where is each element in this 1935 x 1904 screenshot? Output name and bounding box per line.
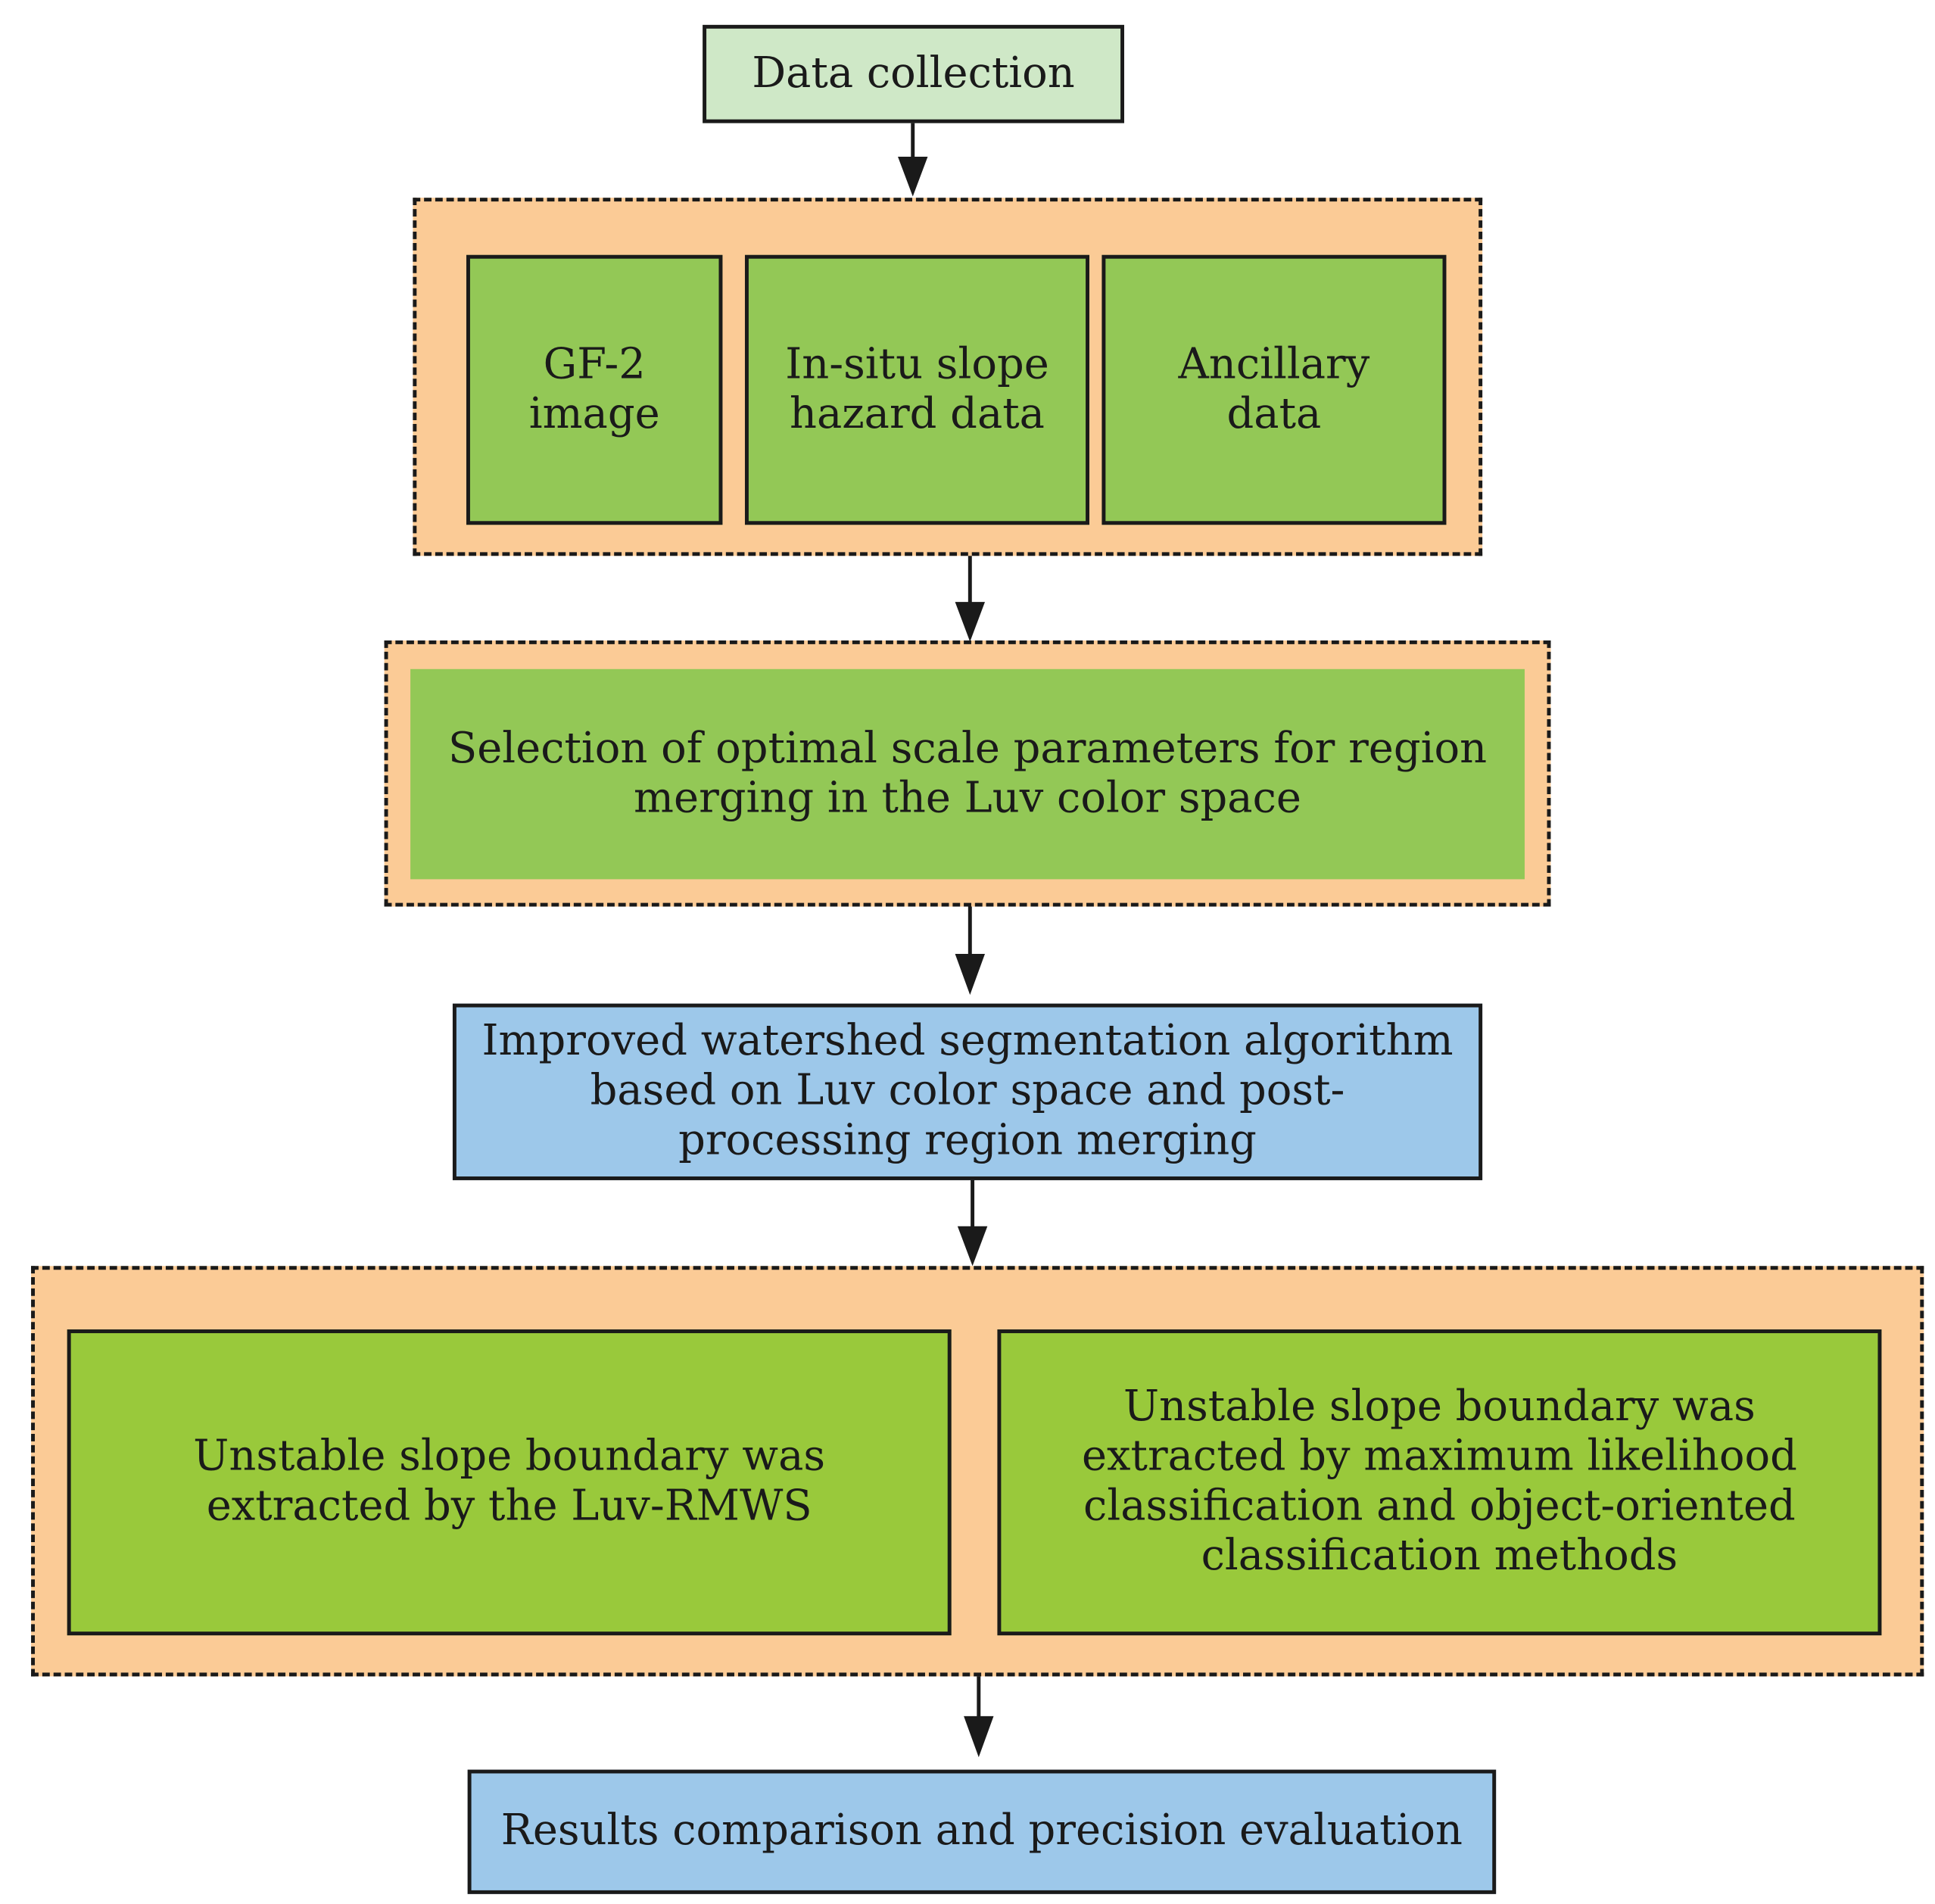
arrow-scale-selection-to-segmentation bbox=[955, 906, 986, 996]
insitu-hazard-data-node: In-situ slope hazard data bbox=[744, 254, 1090, 525]
classification-extraction-node: Unstable slope boundary was extracted by… bbox=[997, 1329, 1882, 1636]
segmentation-algorithm-node: Improved watershed segmentation algorith… bbox=[452, 1003, 1483, 1180]
luv-rmws-extraction-node: Unstable slope boundary was extracted by… bbox=[67, 1329, 952, 1636]
arrow-extraction-to-evaluation bbox=[964, 1676, 994, 1758]
arrow-collection-to-inputs bbox=[898, 123, 928, 197]
scale-selection-node: Selection of optimal scale parameters fo… bbox=[410, 668, 1525, 880]
gf2-image-node: GF-2 image bbox=[466, 254, 723, 525]
arrow-inputs-to-scale-selection bbox=[955, 556, 986, 642]
ancillary-data-node: Ancillary data bbox=[1101, 254, 1447, 525]
arrow-segmentation-to-extraction bbox=[957, 1179, 988, 1267]
results-evaluation-node: Results comparison and precision evaluat… bbox=[467, 1769, 1497, 1894]
data-collection-node: Data collection bbox=[703, 24, 1125, 123]
